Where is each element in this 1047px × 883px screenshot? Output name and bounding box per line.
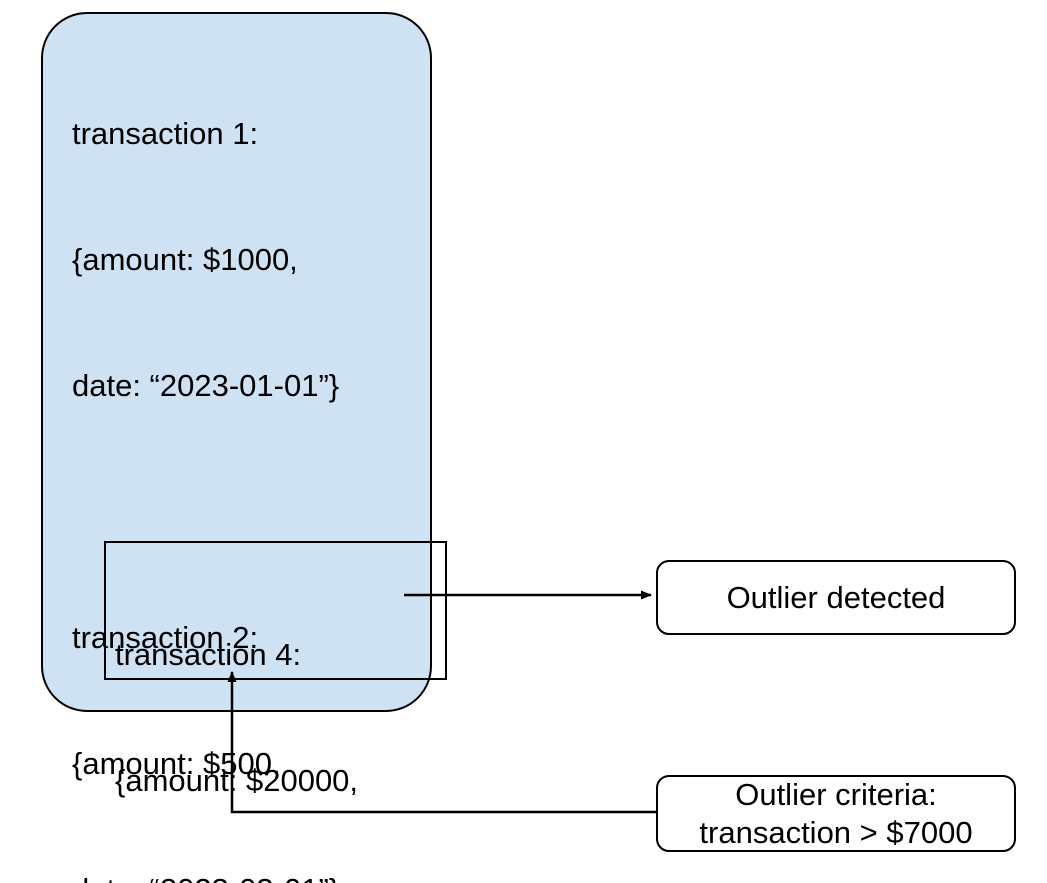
transaction-1-header: transaction 1: [72, 116, 259, 151]
transactions-container: transaction 1: {amount: $1000, date: “20… [41, 12, 447, 883]
outlier-criteria-line2: transaction > $7000 [699, 814, 973, 850]
transaction-4-text-block: transaction 4: {amount: $20000, date: “2… [115, 550, 445, 883]
transactions-text-block: transaction 1: {amount: $1000, date: “20… [72, 29, 422, 883]
transaction-1-date: date: “2023-01-01”} [72, 368, 340, 403]
spacer-1 [72, 491, 422, 533]
transaction-2-date: date: “2023-03-01”} [72, 869, 422, 883]
transaction-2-header: transaction 2: [72, 620, 259, 655]
outlier-detected-label: Outlier detected [726, 579, 946, 615]
outlier-criteria-box[interactable]: Outlier criteria: transaction > $7000 [656, 775, 1016, 852]
transaction-entry-1: transaction 1: {amount: $1000, date: “20… [72, 29, 422, 491]
outlier-detected-box[interactable]: Outlier detected [656, 560, 1016, 635]
outlier-criteria-line1: Outlier criteria: [735, 776, 937, 812]
transaction-4-header: transaction 4: [115, 637, 302, 672]
transaction-4-highlight[interactable]: transaction 4: {amount: $20000, date: “2… [104, 541, 447, 798]
transaction-entry-4: transaction 4: {amount: $20000, date: “2… [115, 550, 445, 883]
transaction-4-amount: {amount: $20000, [115, 763, 359, 798]
transaction-1-amount: {amount: $1000, [72, 242, 298, 277]
